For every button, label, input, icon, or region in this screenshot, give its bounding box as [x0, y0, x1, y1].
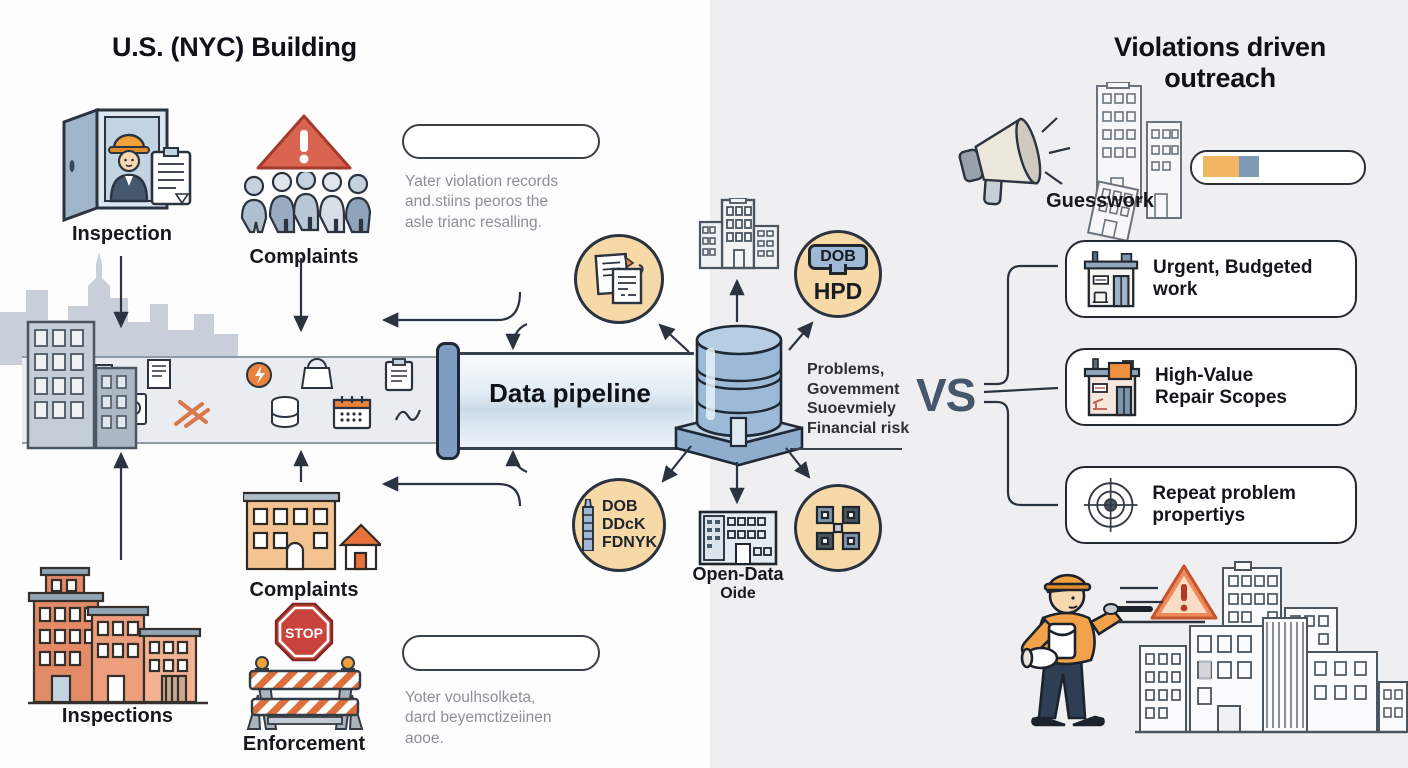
guesswork-buildings-icon [1086, 82, 1182, 240]
inspections-buildings-icon [27, 566, 208, 705]
top-note: Yater violation records and.stiins peoro… [405, 172, 605, 233]
arrow-into-pipe-bottom [505, 449, 528, 474]
risk-note: Problems, Govemment Suoevmiely Financial… [807, 360, 915, 438]
progress-segment-orange [1203, 156, 1239, 177]
pipeline-clipboard-icon [384, 358, 414, 392]
bottom-note-line2: dard beyemctizeiinen [405, 709, 552, 727]
arrow-into-pipe-top [505, 322, 528, 351]
database-icon [674, 324, 804, 467]
dob-stack-circle: DOB DDcK FDNYK [572, 478, 666, 572]
qr-code-icon [815, 505, 861, 551]
complaints-bottom-label: Complaints [249, 579, 359, 601]
city-hall-building-icon [698, 198, 780, 270]
top-note-line2: and.stiins peoros the [405, 193, 549, 211]
pipeline-wrench-icon [174, 400, 210, 428]
enforcement-label: Enforcement [242, 733, 366, 755]
repair-shop-icon [1083, 358, 1141, 417]
open-data-line1: Open-Data [692, 564, 784, 584]
target-icon [1083, 478, 1138, 532]
risk-line2: Govemment [807, 380, 900, 398]
left-title: U.S. (NYC) Building [112, 32, 357, 62]
outcome1-label: Urgent, Budgeted work [1153, 257, 1313, 300]
guesswork-label: Guesswork [1046, 190, 1154, 212]
complaints-building-icon [243, 491, 381, 571]
top-note-line3: asle trianc resalling. [405, 213, 542, 231]
bottom-note-line3: aooe. [405, 729, 444, 747]
surveyor-worker-icon [1020, 573, 1153, 727]
outcome2-line1: High-Value [1155, 365, 1254, 387]
open-data-label: Open-Data Oide [684, 564, 792, 603]
open-data-line2: Oide [720, 585, 756, 602]
inspection-label: Inspection [71, 223, 172, 245]
bottom-note-pill [402, 635, 600, 671]
bottom-note-line1: Yoter voulhsolketa, [405, 689, 536, 706]
crowd-icon [240, 172, 372, 234]
arrow-note-to-pipe-bottom [381, 476, 522, 507]
dob-stack-line2: DDcK [601, 516, 646, 534]
warning-triangle-right-icon [1150, 564, 1218, 620]
outcome2-label-group: High-Value Repair Scopes [1155, 365, 1287, 409]
outcome-box-high-value: High-Value Repair Scopes [1065, 348, 1357, 426]
stop-sign-text: STOP [285, 625, 323, 641]
warning-triangle-top-icon [256, 114, 352, 170]
outcome-box-repeat: Repeat problem propertiys [1065, 466, 1357, 544]
pipeline-tube [446, 352, 694, 450]
outreach-buildings-icon [1135, 561, 1408, 734]
qr-circle [794, 484, 882, 572]
dob-stack-text: DOB DDcK FDNYK [602, 498, 657, 552]
documents-circle [574, 234, 664, 324]
pipeline-ring [436, 342, 460, 460]
barrier-icon [246, 656, 364, 730]
top-note-pill [402, 124, 600, 159]
grey-building-left [26, 320, 138, 450]
bottom-note: Yoter voulhsolketa, dard beyemctizeiinen… [405, 688, 605, 749]
pipeline-coin-icon [246, 362, 272, 388]
vs-label: VS [916, 369, 976, 421]
top-note-line1: Yater violation records [405, 173, 559, 190]
pipeline-document-icon [147, 359, 171, 389]
right-title: Violations driven outreach [1114, 32, 1326, 93]
dob-sign: DOB [808, 243, 868, 270]
risk-line1: Problems, [807, 361, 885, 378]
pipeline-bag-icon [300, 358, 334, 389]
outcome-box-urgent: Urgent, Budgeted work [1065, 240, 1357, 318]
tower-icon [582, 499, 594, 551]
complaints-top-label: Complaints [249, 246, 359, 268]
pipeline-label: Data pipeline [489, 378, 651, 408]
megaphone-icon [958, 117, 1042, 206]
hpd-label: HPD [813, 277, 863, 304]
outcome2-line2: Repair Scopes [1155, 387, 1287, 408]
documents-icon [594, 252, 644, 305]
outcome3-label: Repeat problem propertiys [1152, 483, 1296, 526]
inspections-label: Inspections [61, 705, 174, 727]
dob-stack-line3: FDNYK [601, 533, 658, 551]
arrow-note-to-pipe-top [381, 291, 522, 328]
risk-line3: Suoevmiely [807, 400, 896, 418]
risk-underline [790, 448, 902, 450]
risk-line4: Financial risk [807, 419, 910, 437]
guesswork-progress-pill [1190, 150, 1366, 185]
pipeline-calendar-icon [332, 396, 372, 430]
dob-hpd-circle: DOB HPD [794, 230, 882, 318]
dob-stack-line1: DOB [601, 498, 638, 516]
pipeline-database-icon [271, 396, 299, 428]
pipeline-squiggle-icon [394, 409, 422, 421]
open-data-building-icon [698, 510, 778, 566]
progress-segment-blue [1239, 156, 1259, 177]
shop-icon [1083, 251, 1139, 308]
inspection-icon [62, 107, 192, 223]
stop-sign-icon: STOP [274, 602, 334, 662]
